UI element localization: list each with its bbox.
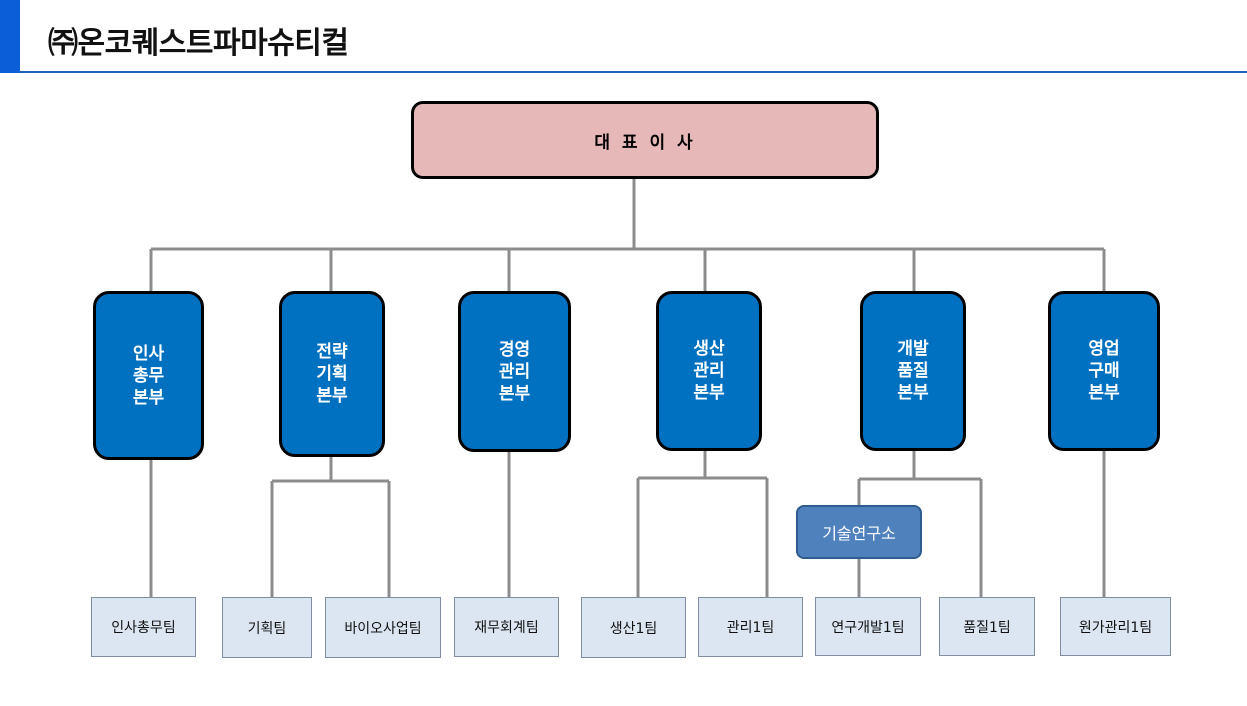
team-hr-general: 인사총무팀 bbox=[91, 597, 196, 657]
header-divider bbox=[20, 71, 1247, 73]
team-quality-1: 품질1팀 bbox=[939, 597, 1035, 656]
division-sales-purchasing: 영업 구매 본부 bbox=[1048, 291, 1160, 451]
division-production-management: 생산 관리 본부 bbox=[656, 291, 762, 451]
tech-research-lab: 기술연구소 bbox=[796, 505, 922, 559]
team-rnd-1: 연구개발1팀 bbox=[815, 597, 921, 656]
team-management-1: 관리1팀 bbox=[698, 597, 803, 657]
team-production-1: 생산1팀 bbox=[581, 597, 686, 658]
team-bio-business: 바이오사업팀 bbox=[325, 597, 441, 658]
division-development-quality: 개발 품질 본부 bbox=[860, 291, 966, 451]
header-accent-bar bbox=[0, 0, 20, 73]
team-cost-management-1: 원가관리1팀 bbox=[1060, 597, 1171, 656]
division-hr-general-affairs: 인사 총무 본부 bbox=[93, 291, 204, 460]
division-business-management: 경영 관리 본부 bbox=[458, 291, 571, 452]
team-finance-accounting: 재무회계팀 bbox=[454, 597, 559, 657]
ceo-box: 대 표 이 사 bbox=[411, 101, 879, 179]
team-planning: 기획팀 bbox=[222, 597, 312, 658]
division-strategy-planning: 전략 기획 본부 bbox=[279, 291, 385, 457]
page-title: ㈜온코퀘스트파마슈티컬 bbox=[48, 26, 349, 61]
